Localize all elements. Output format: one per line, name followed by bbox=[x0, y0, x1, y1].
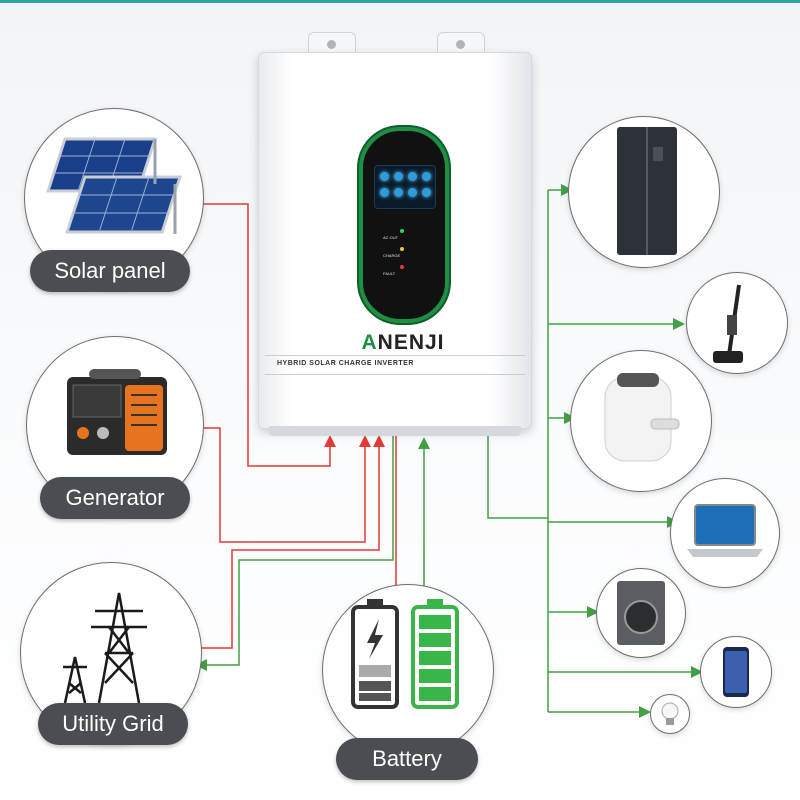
air-fryer-icon bbox=[604, 373, 680, 462]
terminal-strip bbox=[269, 426, 521, 436]
vacuum-cleaner-icon bbox=[713, 284, 743, 363]
top-accent-line bbox=[0, 0, 800, 3]
light-bulb-icon bbox=[661, 702, 679, 725]
load-refrigerator-circle bbox=[568, 116, 720, 268]
mounting-bracket-right bbox=[437, 32, 485, 55]
model-band: HYBRID SOLAR CHARGE INVERTER bbox=[265, 355, 525, 375]
battery-label: Battery bbox=[336, 738, 478, 780]
load-smartphone-circle bbox=[700, 636, 772, 708]
charge-led-icon bbox=[400, 247, 404, 251]
fault-led-icon bbox=[400, 265, 404, 269]
mounting-bracket-left bbox=[308, 32, 356, 55]
hybrid-inverter: AC OUT CHARGE FAULT ANENJI HYBRID SOLAR … bbox=[258, 52, 532, 436]
battery-icon bbox=[351, 599, 459, 709]
load-light-bulb-circle bbox=[650, 694, 690, 734]
grid-input-line bbox=[195, 435, 385, 649]
inverter-control-panel: AC OUT CHARGE FAULT bbox=[359, 127, 449, 323]
solar-input-line bbox=[200, 203, 336, 467]
model-label: HYBRID SOLAR CHARGE INVERTER bbox=[277, 360, 414, 367]
output-main-line bbox=[487, 430, 548, 519]
refrigerator-icon bbox=[617, 127, 677, 255]
indicator-ac-out: AC OUT bbox=[383, 235, 399, 240]
washing-machine-icon bbox=[617, 581, 665, 645]
generator-label: Generator bbox=[40, 477, 190, 519]
indicator-charge: CHARGE bbox=[383, 253, 401, 258]
generator-input-line bbox=[200, 427, 371, 543]
load-washing-machine-circle bbox=[596, 568, 686, 658]
power-tower-icon bbox=[63, 592, 147, 704]
battery-circle bbox=[322, 584, 494, 756]
utility-grid-label: Utility Grid bbox=[38, 703, 188, 745]
lcd-screen bbox=[374, 165, 436, 209]
smartphone-icon bbox=[723, 647, 749, 697]
laptop-icon bbox=[687, 504, 763, 557]
solar-panel-icon bbox=[46, 137, 182, 234]
grid-feedback-line bbox=[195, 430, 394, 671]
brand-logo: ANENJI bbox=[361, 331, 445, 354]
ac-out-led-icon bbox=[400, 229, 404, 233]
load-vacuum-circle bbox=[686, 272, 788, 374]
indicator-fault: FAULT bbox=[383, 271, 396, 276]
load-air-fryer-circle bbox=[570, 350, 712, 492]
solar-panel-label: Solar panel bbox=[30, 250, 190, 292]
load-laptop-circle bbox=[670, 478, 780, 588]
generator-icon bbox=[67, 369, 167, 455]
